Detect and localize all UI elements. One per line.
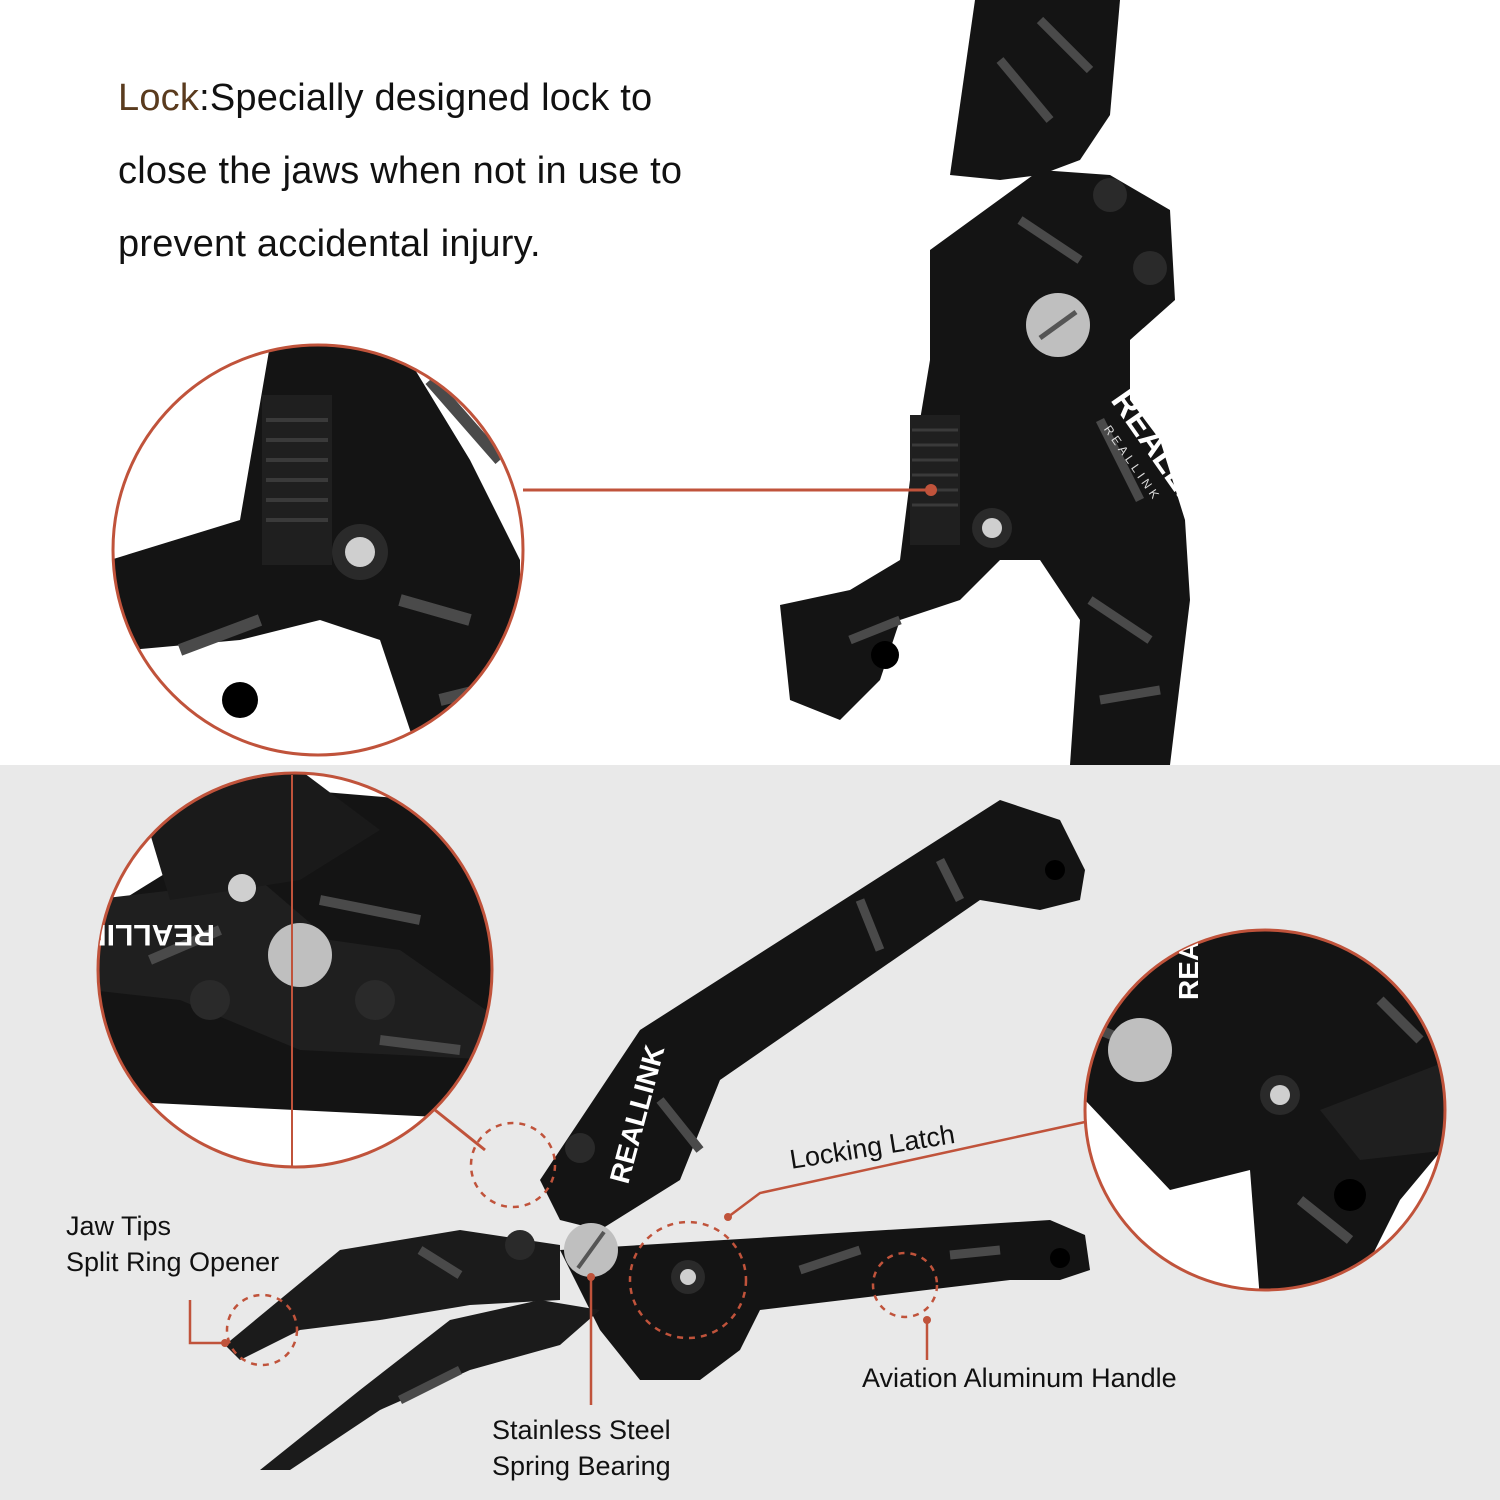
lock-latch xyxy=(910,415,960,545)
lock-description-line1: Specially designed lock to xyxy=(209,77,653,119)
jaw-zoom-circle xyxy=(96,771,494,1169)
jaw-tips-line2: Split Ring Opener xyxy=(66,1247,280,1277)
svg-text:REALLINK: REALLINK xyxy=(1173,858,1204,1000)
brand-logo-jaw-zoom: REALLINK xyxy=(63,918,215,951)
jaw-tips-label: Jaw Tips Split Ring Opener xyxy=(66,1208,279,1280)
brand-logo-zoom: REALLINK xyxy=(1173,858,1204,1000)
aviation-handle-label: Aviation Aluminum Handle xyxy=(862,1363,1177,1393)
lock-keyword: Lock xyxy=(118,77,200,119)
lock-description: Lock:Specially designed lock to close th… xyxy=(118,62,818,281)
lock-separator: : xyxy=(199,77,210,119)
top-plier-image xyxy=(780,0,1190,765)
svg-text:REALLINK: REALLINK xyxy=(63,918,215,951)
lock-description-line3: prevent accidental injury. xyxy=(118,223,541,265)
lock-zoom-circle xyxy=(111,343,525,757)
lock-description-line2: close the jaws when not in use to xyxy=(118,150,683,192)
spring-bearing-line2: Spring Bearing xyxy=(492,1451,671,1481)
spring-bearing-line1: Stainless Steel xyxy=(492,1415,671,1445)
latch-zoom-circle xyxy=(1083,928,1447,1292)
bottom-plier-image xyxy=(225,800,1090,1470)
jaw-tips-line1: Jaw Tips xyxy=(66,1211,172,1241)
spring-bearing-label: Stainless Steel Spring Bearing xyxy=(492,1412,671,1484)
